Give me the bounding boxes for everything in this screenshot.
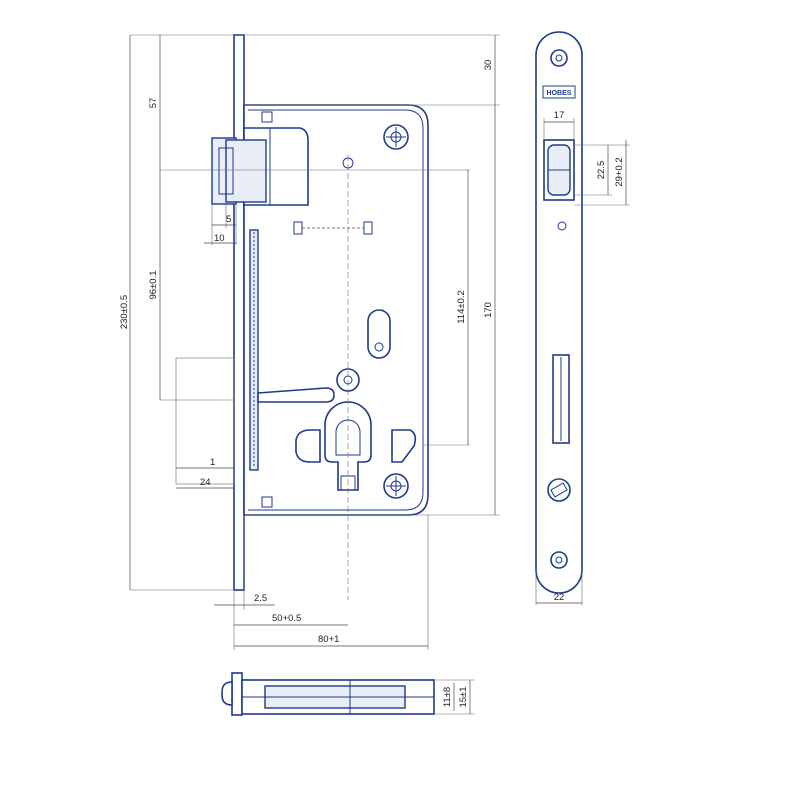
dim-2-5: 2.5 [254, 593, 267, 604]
front-spindle-screw [547, 478, 571, 502]
lug-bottom [261, 496, 273, 508]
lug-top [261, 111, 273, 123]
dim-strike-17: 17 [554, 110, 565, 121]
lock-top-view: 11±8 15±1 [221, 672, 475, 716]
dim-thick-11: 11±8 [442, 687, 453, 707]
dim-30: 30 [483, 60, 494, 71]
cam-left [295, 429, 321, 463]
dim-50: 50+0.5 [272, 613, 301, 624]
brand-plate [542, 85, 576, 99]
dim-strike-29: 29+0.2 [614, 157, 625, 186]
top-view-faceplate [231, 672, 243, 716]
dim-114: 114±0.2 [456, 290, 467, 324]
screw-hole-top [383, 124, 409, 150]
slide-bar [249, 229, 259, 471]
dim-strike-width-22: 22 [554, 592, 565, 603]
faceplate-front-view: HOBES [535, 31, 583, 594]
dim-80: 80+1 [318, 634, 339, 645]
front-bolt-slot [552, 354, 570, 444]
lever-arm [257, 387, 335, 403]
dim-latch-10: 10 [214, 233, 225, 244]
dim-thick-15: 15±1 [458, 686, 469, 707]
latch-bolt [211, 127, 309, 206]
dim-57: 57 [148, 98, 159, 109]
dim-24: 24 [200, 477, 211, 488]
follower-slot [367, 309, 391, 359]
dimensions-front-view: 17 22.5 29+0.2 22 [535, 110, 630, 605]
dim-latch-5: 5 [226, 214, 231, 225]
faceplate [233, 34, 245, 591]
dim-1: 1 [210, 457, 215, 468]
cam-right [391, 429, 417, 463]
screw-hole-bottom [383, 473, 409, 499]
dimensions-side-view: 230±0.5 57 96±0.1 114±0.2 170 30 5 10 1 … [119, 34, 500, 650]
front-screw-top [550, 49, 568, 67]
front-small-hole [557, 221, 567, 231]
dim-170: 170 [483, 302, 494, 318]
dim-total-height: 230±0.5 [119, 295, 130, 329]
lock-case-inner-outline [248, 109, 424, 511]
front-screw-bottom [550, 551, 568, 569]
lock-side-view [175, 34, 429, 600]
dim-strike-22-5: 22.5 [596, 161, 607, 180]
dim-96: 96±0.1 [148, 271, 159, 300]
front-latch [543, 139, 575, 201]
lock-case [243, 104, 429, 516]
brand-mark: HOBES [547, 90, 572, 97]
